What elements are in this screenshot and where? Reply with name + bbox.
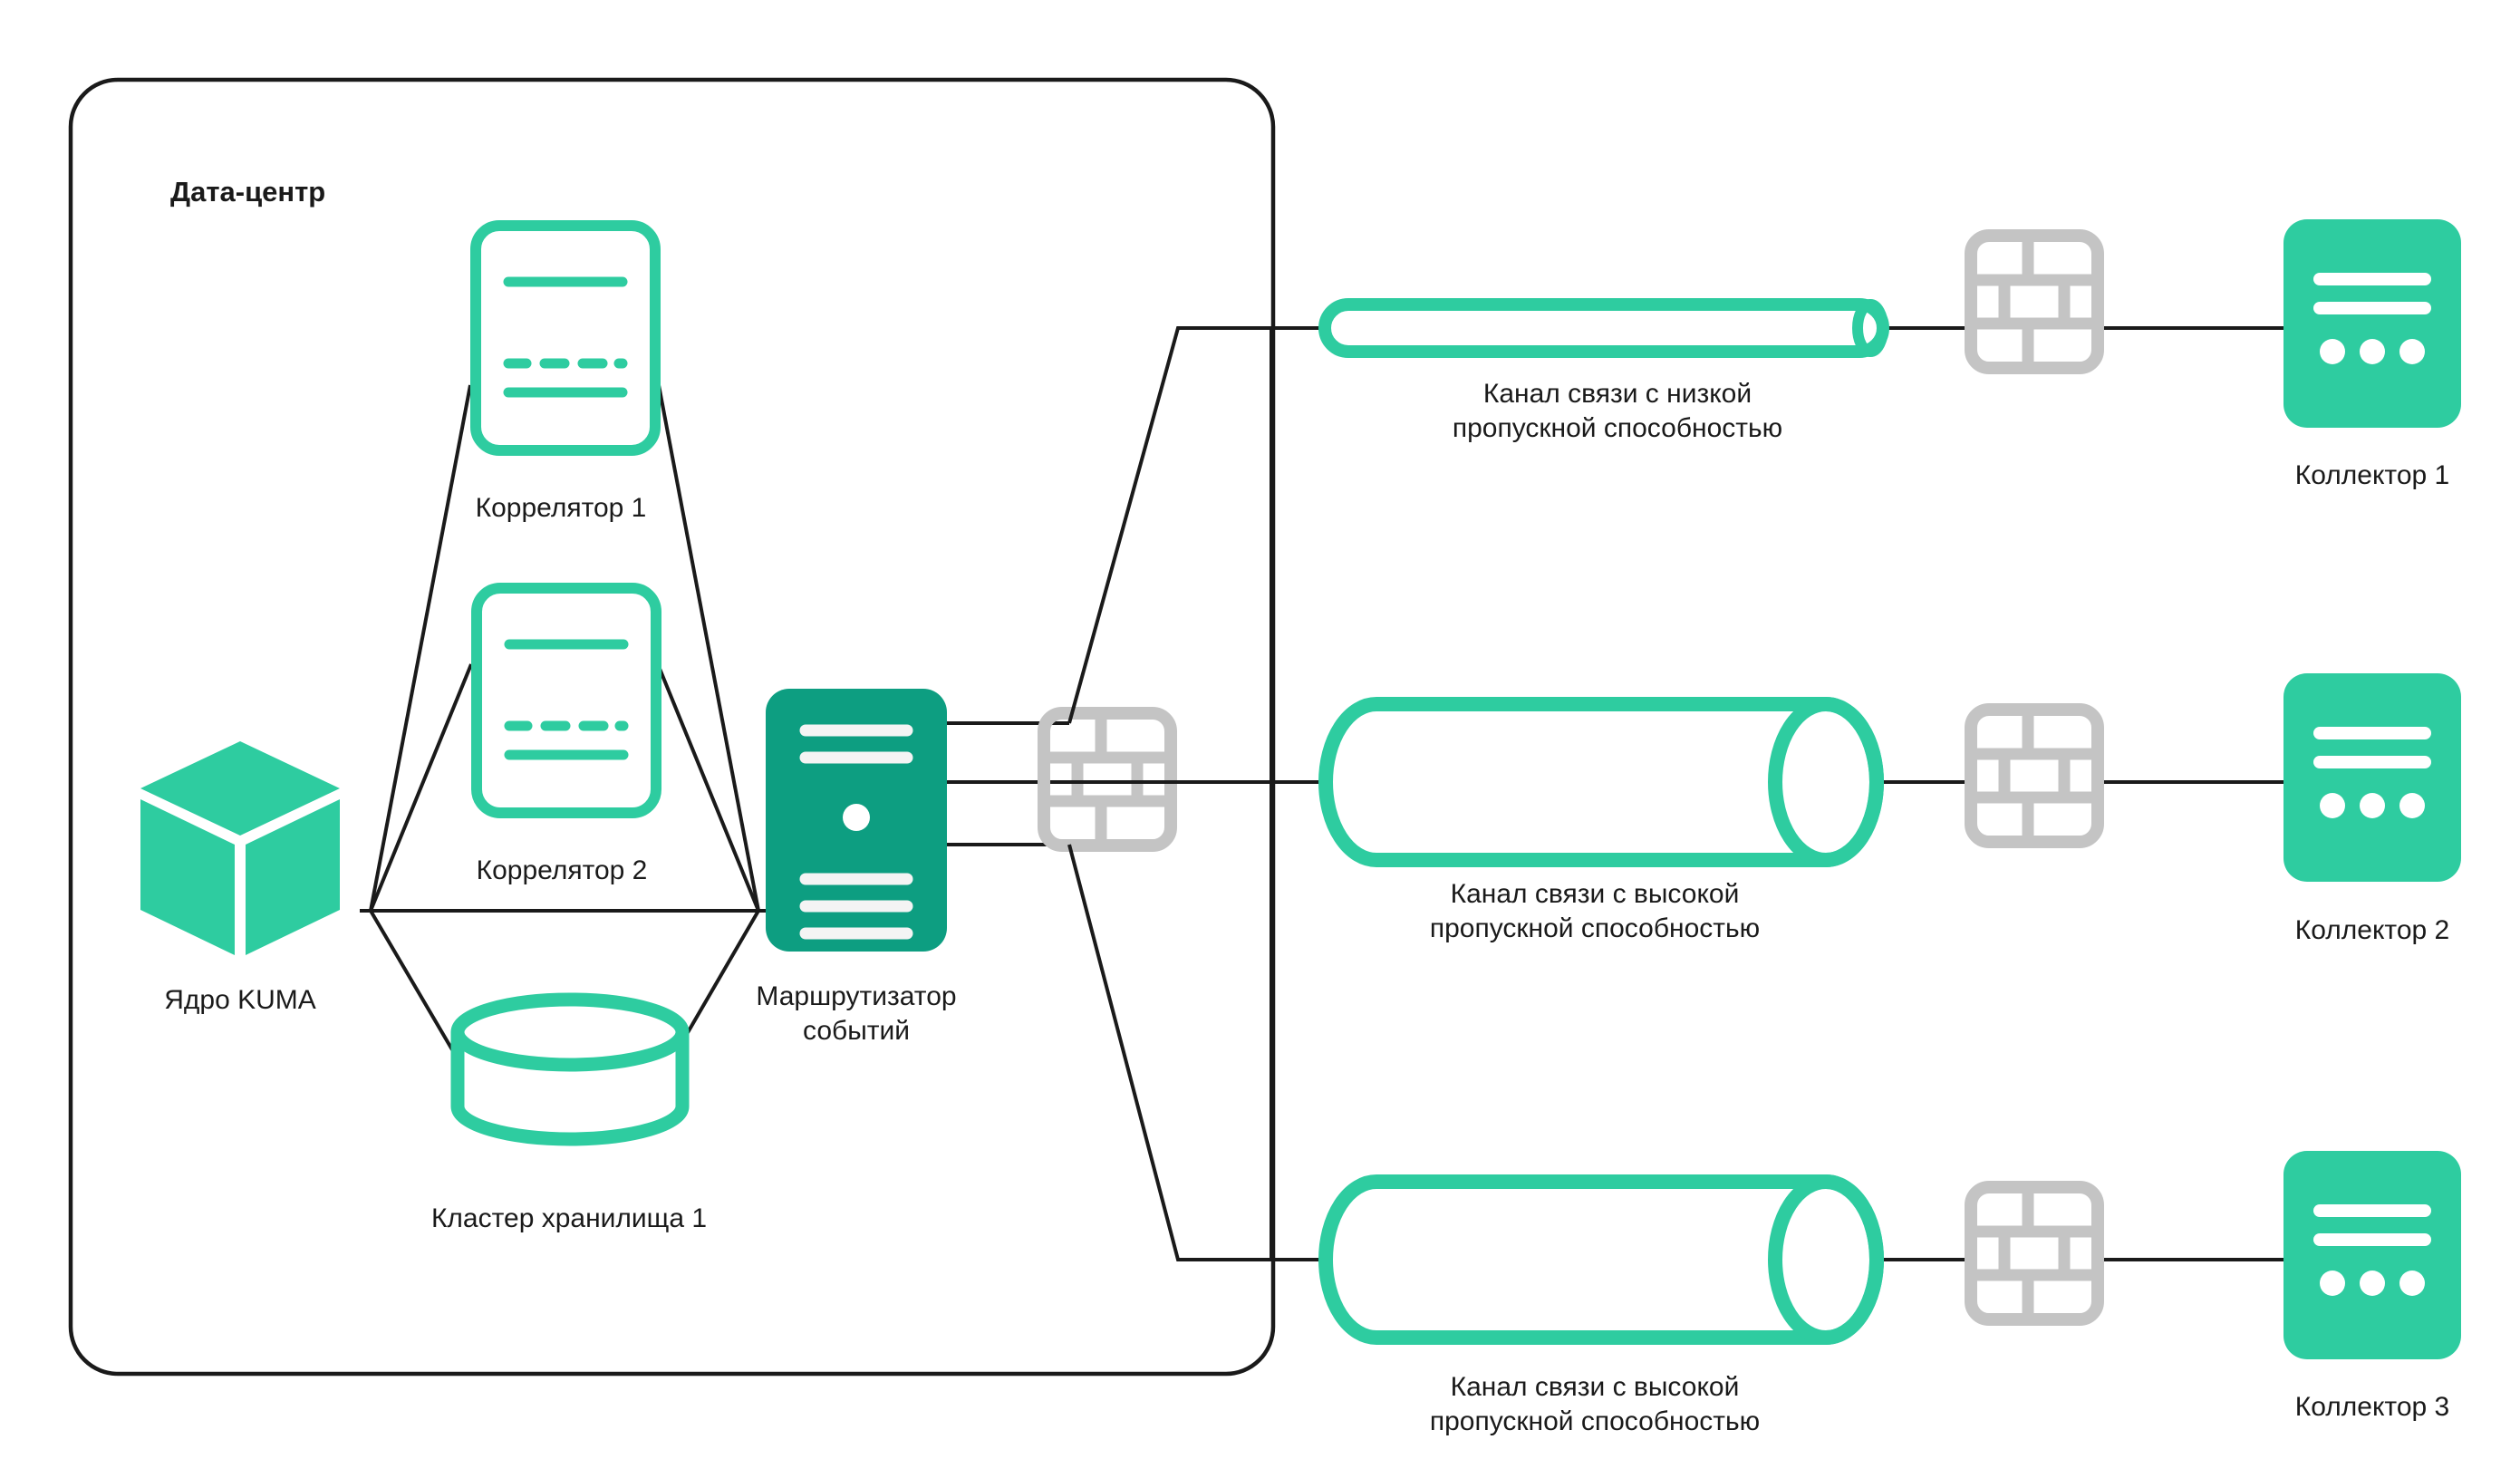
node-storage-cluster-1[interactable] bbox=[458, 1000, 682, 1139]
channel-low-label-line2: пропускной способностью bbox=[1452, 413, 1783, 443]
correlator-2-label: Коррелятор 2 bbox=[476, 855, 648, 885]
channel-high-2-label-line2: пропускной способностью bbox=[1429, 1406, 1761, 1436]
edge-to-channel-high-2 bbox=[1067, 844, 1332, 1261]
datacenter-title: Дата-центр bbox=[170, 176, 326, 208]
correlator-1-label: Коррелятор 1 bbox=[475, 493, 647, 523]
edge-to-channel-low bbox=[1067, 326, 1332, 724]
node-kuma-core[interactable] bbox=[140, 741, 340, 955]
node-event-router[interactable] bbox=[766, 689, 947, 952]
collector-3-label: Коллектор 3 bbox=[2294, 1392, 2450, 1422]
storage-cluster-1-label: Кластер хранилища 1 bbox=[430, 1203, 708, 1233]
node-correlator-2[interactable] bbox=[477, 588, 656, 813]
connector-group-channel-routes bbox=[1067, 326, 1332, 1261]
node-correlator-1[interactable] bbox=[476, 226, 655, 450]
channel-high-1-pipe[interactable] bbox=[1326, 704, 1877, 860]
datacenter-boundary bbox=[68, 77, 1276, 1377]
firewall-top-right[interactable] bbox=[1971, 236, 2098, 368]
event-router-label-line1: Маршрутизатор bbox=[756, 981, 957, 1011]
connector-group-router-out bbox=[947, 721, 1069, 846]
collector-1-label: Коллектор 1 bbox=[2294, 460, 2450, 490]
channel-high-2-pipe[interactable] bbox=[1326, 1182, 1877, 1338]
edge-core-to-correlator1 bbox=[369, 384, 472, 912]
edge-core-to-storage bbox=[369, 909, 455, 1053]
edge-correlator2-to-router bbox=[656, 663, 760, 912]
edge-correlator1-to-router bbox=[657, 384, 760, 912]
channel-low-label-line1: Канал связи с низкой bbox=[1482, 379, 1752, 409]
collector-2-label: Коллектор 2 bbox=[2294, 915, 2450, 945]
event-router-label-line2: событий bbox=[802, 1016, 911, 1046]
channel-high-1-label-line1: Канал связи с высокой bbox=[1450, 879, 1740, 909]
edge-storage-to-router bbox=[675, 909, 760, 1053]
connector-group-left bbox=[360, 384, 766, 1053]
channel-high-1-label-line2: пропускной способностью bbox=[1429, 913, 1761, 943]
node-collector-1[interactable] bbox=[2283, 219, 2461, 428]
firewall-bottom-right[interactable] bbox=[1971, 1187, 2098, 1319]
firewall-mid-right[interactable] bbox=[1971, 710, 2098, 842]
firewall-left[interactable] bbox=[1044, 713, 1171, 845]
channel-low-pipe[interactable] bbox=[1325, 304, 1883, 352]
node-collector-2[interactable] bbox=[2283, 673, 2461, 882]
edge-core-to-correlator2 bbox=[369, 663, 473, 912]
node-collector-3[interactable] bbox=[2283, 1151, 2461, 1359]
kuma-core-label: Ядро KUMA bbox=[164, 985, 316, 1015]
channel-high-2-label-line1: Канал связи с высокой bbox=[1450, 1372, 1740, 1402]
